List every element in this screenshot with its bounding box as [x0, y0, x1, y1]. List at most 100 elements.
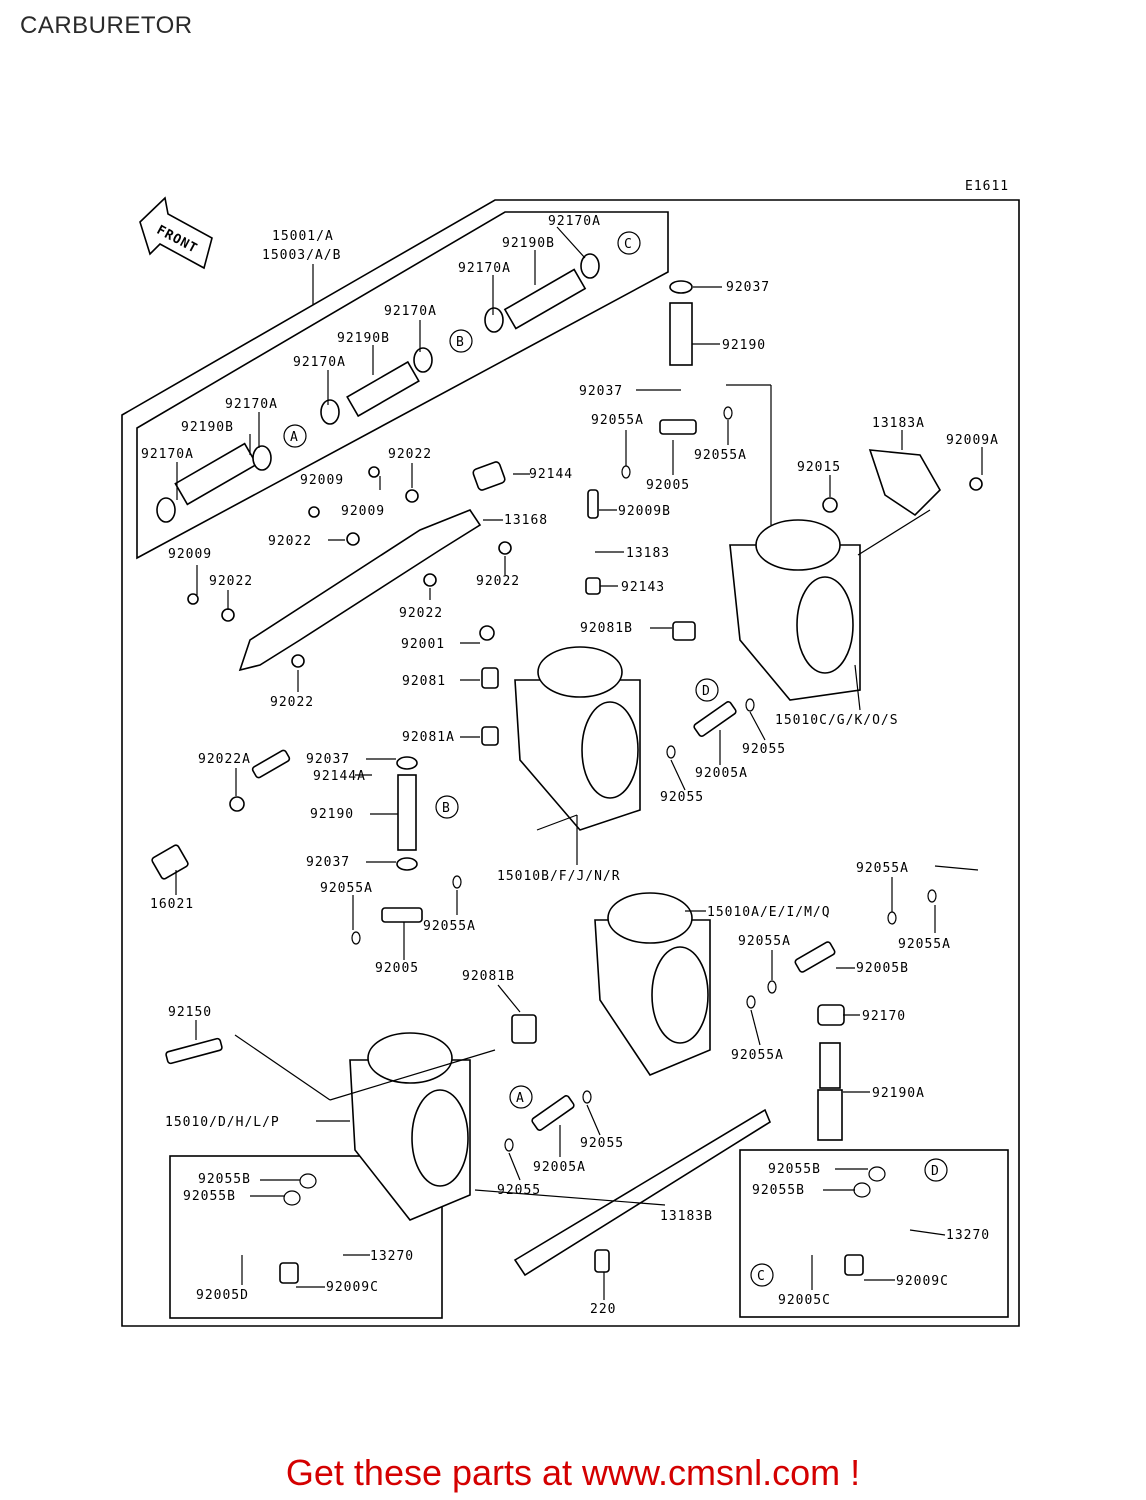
svg-text:92170A: 92170A: [458, 261, 511, 276]
svg-text:92170A: 92170A: [548, 214, 601, 229]
svg-text:92022: 92022: [209, 574, 253, 589]
svg-text:13183B: 13183B: [660, 1209, 713, 1224]
svg-text:92055B: 92055B: [752, 1183, 805, 1198]
ref-marker-b-icon: B: [449, 329, 473, 353]
svg-text:92055: 92055: [497, 1183, 541, 1198]
svg-text:92055B: 92055B: [768, 1162, 821, 1177]
svg-text:92022A: 92022A: [198, 752, 251, 767]
svg-text:B: B: [442, 801, 451, 816]
svg-text:92005: 92005: [375, 961, 419, 976]
svg-text:92055: 92055: [742, 742, 786, 757]
svg-text:15010B/F/J/N/R: 15010B/F/J/N/R: [497, 869, 621, 884]
svg-text:92055B: 92055B: [183, 1189, 236, 1204]
ref-marker-a-icon: A: [283, 424, 307, 448]
svg-text:92009: 92009: [341, 504, 385, 519]
svg-text:15001/A: 15001/A: [272, 229, 334, 244]
svg-text:92055: 92055: [660, 790, 704, 805]
svg-text:92055A: 92055A: [856, 861, 909, 876]
ref-marker-d2-icon: D: [924, 1158, 948, 1182]
svg-text:92009: 92009: [168, 547, 212, 562]
svg-text:220: 220: [590, 1302, 616, 1317]
svg-text:92009: 92009: [300, 473, 344, 488]
svg-text:92022: 92022: [476, 574, 520, 589]
svg-text:92144: 92144: [529, 467, 573, 482]
svg-text:92015: 92015: [797, 460, 841, 475]
ref-marker-b2-icon: B: [435, 795, 459, 819]
svg-text:D: D: [702, 684, 711, 699]
svg-text:16021: 16021: [150, 897, 194, 912]
svg-text:13183A: 13183A: [872, 416, 925, 431]
svg-text:C: C: [624, 237, 633, 252]
svg-text:92170A: 92170A: [384, 304, 437, 319]
ref-marker-a2-icon: A: [509, 1085, 533, 1109]
svg-text:92081A: 92081A: [402, 730, 455, 745]
footer-link[interactable]: Get these parts at www.cmsnl.com !: [285, 1452, 861, 1493]
svg-text:92055A: 92055A: [898, 937, 951, 952]
front-arrow-icon: FRONT: [139, 196, 213, 270]
svg-text:92144A: 92144A: [313, 769, 366, 784]
svg-text:92022: 92022: [399, 606, 443, 621]
svg-text:92055B: 92055B: [198, 1172, 251, 1187]
svg-text:92005C: 92005C: [778, 1293, 831, 1308]
hose-set: [156, 253, 600, 523]
svg-text:92081: 92081: [402, 674, 446, 689]
svg-text:92005B: 92005B: [856, 961, 909, 976]
inset-box-left: [169, 1155, 443, 1319]
svg-text:92005A: 92005A: [533, 1160, 586, 1175]
carburetor-1: [729, 519, 861, 701]
svg-text:92009A: 92009A: [946, 433, 999, 448]
svg-text:13270: 13270: [370, 1249, 414, 1264]
svg-text:92037: 92037: [306, 855, 350, 870]
ref-marker-d-icon: D: [695, 678, 719, 702]
svg-text:92150: 92150: [168, 1005, 212, 1020]
svg-text:C: C: [757, 1269, 766, 1284]
svg-text:15003/A/B: 15003/A/B: [262, 248, 341, 263]
svg-text:92190: 92190: [722, 338, 766, 353]
svg-text:92081B: 92081B: [462, 969, 515, 984]
carburetor-4: [349, 1032, 471, 1221]
svg-text:15010C/G/K/O/S: 15010C/G/K/O/S: [775, 713, 899, 728]
svg-text:92170A: 92170A: [225, 397, 278, 412]
svg-text:92009C: 92009C: [896, 1274, 949, 1289]
svg-text:13270: 13270: [946, 1228, 990, 1243]
ref-marker-c-icon: C: [617, 231, 641, 255]
svg-text:92037: 92037: [726, 280, 770, 295]
vent-hoses: [396, 280, 843, 1141]
leader-lines: [175, 226, 983, 1300]
svg-text:92022: 92022: [388, 447, 432, 462]
diagram-frame: [121, 199, 1020, 1327]
svg-text:92009B: 92009B: [618, 504, 671, 519]
svg-text:92190B: 92190B: [502, 236, 555, 251]
svg-text:D: D: [931, 1164, 940, 1179]
svg-text:B: B: [456, 335, 465, 350]
svg-text:92055A: 92055A: [591, 413, 644, 428]
svg-text:92190B: 92190B: [181, 420, 234, 435]
svg-text:92081B: 92081B: [580, 621, 633, 636]
svg-text:92037: 92037: [306, 752, 350, 767]
svg-text:92022: 92022: [270, 695, 314, 710]
svg-text:92055A: 92055A: [423, 919, 476, 934]
svg-text:13168: 13168: [504, 513, 548, 528]
svg-text:92005A: 92005A: [695, 766, 748, 781]
page-title: CARBURETOR: [20, 12, 193, 39]
svg-text:92055A: 92055A: [694, 448, 747, 463]
svg-text:13183: 13183: [626, 546, 670, 561]
svg-text:92005D: 92005D: [196, 1288, 249, 1303]
carburetor-2: [514, 646, 641, 831]
ref-marker-c2-icon: C: [750, 1263, 774, 1287]
svg-text:92143: 92143: [621, 580, 665, 595]
svg-text:92005: 92005: [646, 478, 690, 493]
callout-labels: 15001/A 15003/A/B 92170A 92190B 92170A 9…: [141, 214, 999, 1317]
svg-text:92190A: 92190A: [872, 1086, 925, 1101]
svg-text:15010/D/H/L/P: 15010/D/H/L/P: [165, 1115, 280, 1130]
hose-kit-box: [136, 211, 669, 560]
svg-text:92001: 92001: [401, 637, 445, 652]
small-parts: [151, 406, 983, 1284]
brackets: [238, 449, 941, 1277]
svg-text:92055: 92055: [580, 1136, 624, 1151]
svg-text:92190: 92190: [310, 807, 354, 822]
svg-text:92055A: 92055A: [731, 1048, 784, 1063]
svg-text:92009C: 92009C: [326, 1280, 379, 1295]
svg-text:92037: 92037: [579, 384, 623, 399]
